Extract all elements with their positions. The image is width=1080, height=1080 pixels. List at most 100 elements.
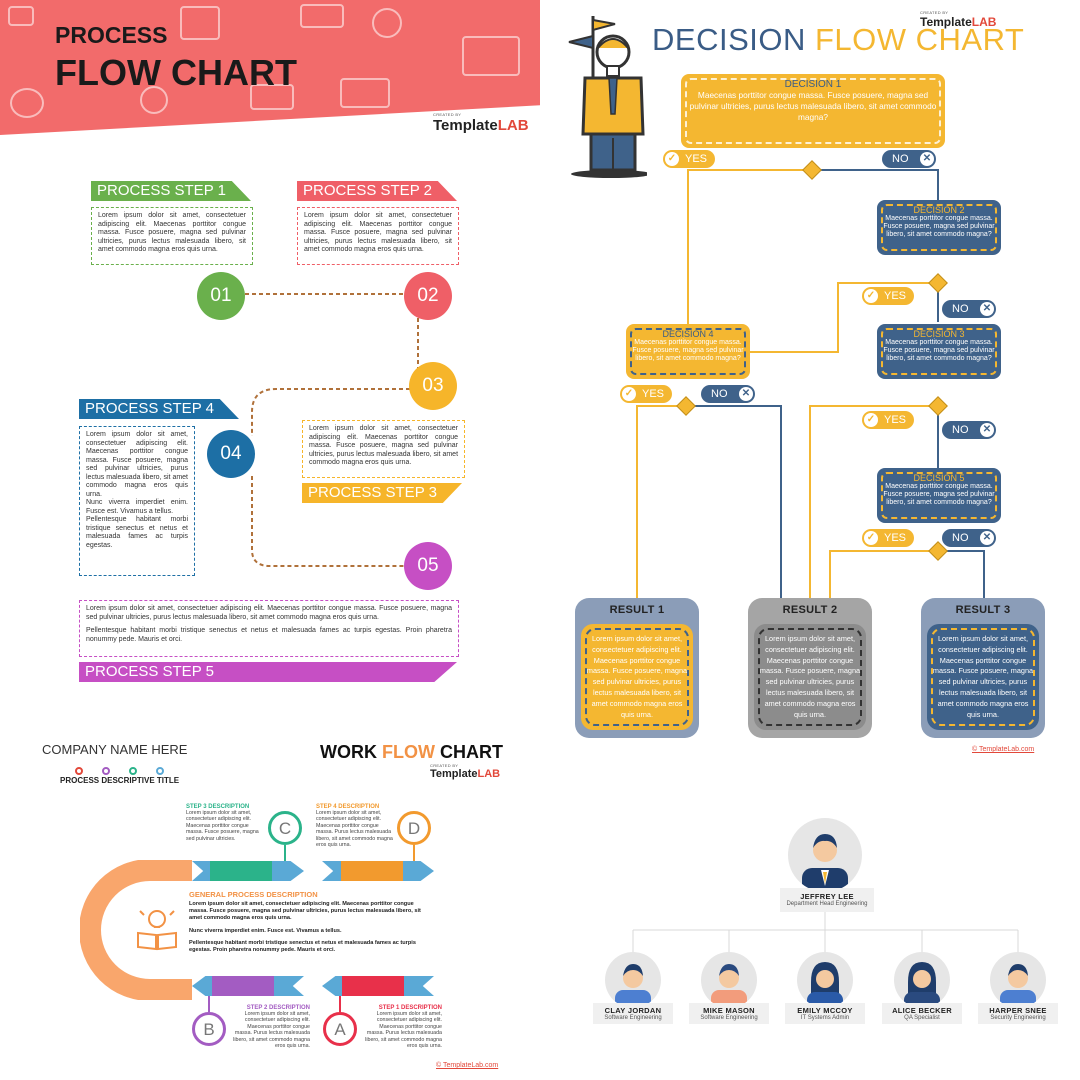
clay-jordan-role: Software Engineering [604,1015,662,1021]
result-2-card: RESULT 2 Lorem ipsum dolor sit amet, con… [748,598,872,738]
result-1-title: RESULT 1 [609,604,665,616]
result-3-title: RESULT 3 [955,604,1011,616]
general-p1: Lorem ipsum dolor sit amet, consectetuer… [189,901,421,922]
result-1-card: RESULT 1 Lorem ipsum dolor sit amet, con… [575,598,699,738]
logo-main: Template [430,768,478,780]
logo-accent: LAB [497,117,529,134]
step-4-letter: D [397,811,431,845]
decision-1-text: Maecenas porttitor congue massa. Fusce p… [689,90,937,122]
company-name: COMPANY NAME HERE [42,742,188,757]
result-2-body: Lorem ipsum dolor sit amet, consectetuer… [754,624,866,730]
step-1-description: STEP 1 DESCRIPTION Lorem ipsum dolor sit… [362,1005,442,1049]
step-2-description: STEP 2 DESCRIPTION Lorem ipsum dolor sit… [230,1005,310,1049]
decision-1-box: DECISION 1 Maecenas porttitor congue mas… [681,74,945,148]
general-p2: Nunc viverra imperdiet enim. Fusce est. … [189,927,342,934]
result-2-text: Lorem ipsum dolor sit amet, consectetuer… [759,634,861,719]
step-3-letter: C [268,811,302,845]
decision-4-yes: ✓ YES [620,385,672,403]
decision-title-b: FLOW CHART [814,22,1025,57]
step-3-text: Lorem ipsum dolor sit amet, consectetuer… [186,810,259,842]
check-icon: ✓ [665,152,679,166]
yes-label: YES [642,388,665,400]
doodle-icon [10,88,44,118]
yes-label: YES [884,290,907,302]
path-d2-yes [748,282,938,353]
jeffrey-lee-name: JEFFREY LEE [800,892,854,901]
step-1-text: Lorem ipsum dolor sit amet, consectetuer… [365,1011,442,1050]
step-3-stem [284,845,286,861]
check-icon: ✓ [622,387,636,401]
step-2-bar [212,976,274,996]
decision-title-a: DECISION [652,22,806,57]
alice-becker-name: ALICE BECKER [892,1006,952,1015]
decision-4-text: Maecenas porttitor congue massa. Fusce p… [632,339,744,363]
mike-mason-role: Software Engineering [700,1015,758,1021]
decision-5-no: NO ✕ [942,529,996,547]
no-label: NO [952,303,969,315]
general-p3: Pellentesque habitant morbi tristique se… [189,939,416,954]
decision-5-text: Maecenas porttitor congue massa. Fusce p… [883,483,995,507]
decision-2-text: Maecenas porttitor congue massa. Fusce p… [883,215,995,239]
path-d5-yes [829,550,938,600]
workflow-copyright[interactable]: © TemplateLab.com [436,1062,499,1069]
no-label: NO [892,153,909,165]
process-step-5-number: 05 [404,542,452,590]
doodle-icon [250,84,294,110]
doodle-icon [372,8,402,38]
close-icon: ✕ [980,302,994,316]
path-d4-yes [636,405,686,600]
result-3-text: Lorem ipsum dolor sit amet, consectetuer… [932,634,1034,719]
emily-mccoy-role: IT Systems Admin [800,1015,850,1021]
color-dots [75,762,164,780]
alice-becker-role: QA Specialist [904,1015,940,1021]
decision-1-yes: ✓ YES [663,150,715,168]
process-step-4-text2: Nunc viverra imperdiet enim. Fusce est. … [86,499,188,515]
jeffrey-lee-card: JEFFREY LEE Department Head Engineering [780,888,874,912]
emily-mccoy-card: EMILY MCCOY IT Systems Admin [785,1003,865,1024]
process-step-5-banner: PROCESS STEP 5 [79,662,457,682]
process-step-1-number: 01 [197,272,245,320]
step-3-head: STEP 3 DESCRIPTION [186,804,250,810]
decision-5-box: DECISION 5 Maecenas porttitor congue mas… [877,468,1001,523]
check-icon: ✓ [864,413,878,427]
decision-copyright[interactable]: © TemplateLab.com [972,746,1035,753]
yes-label: YES [685,153,708,165]
step-4-head: STEP 4 DESCRIPTION [316,804,380,810]
general-process-description: GENERAL PROCESS DESCRIPTION Lorem ipsum … [189,890,427,954]
decision-1-no: NO✕ [882,150,936,168]
process-title-line2: FLOW CHART [55,52,297,93]
process-step-4-box: Lorem ipsum dolor sit amet, consectetuer… [79,426,195,576]
doodle-icon [462,36,520,76]
general-head: GENERAL PROCESS DESCRIPTION [189,890,318,899]
org-connectors [632,910,1019,952]
no-label: NO [952,424,969,436]
no-label: NO [711,388,728,400]
check-icon: ✓ [864,289,878,303]
mike-mason-avatar [701,952,757,1008]
decision-3-yes: ✓YES [862,411,914,429]
path-d1-yes [687,169,812,326]
decision-title: DECISION FLOW CHART [652,22,1024,58]
jeffrey-lee-avatar [788,818,862,892]
process-connectors [245,293,419,567]
path-d5-no [938,550,985,600]
templatelab-logo: CREATED BY TemplateLAB [430,763,510,780]
clay-jordan-avatar [605,952,661,1008]
result-3-body: Lorem ipsum dolor sit amet, consectetuer… [927,624,1039,730]
result-1-text: Lorem ipsum dolor sit amet, consectetuer… [586,634,688,719]
process-step-4-banner: PROCESS STEP 4 [79,399,239,419]
path-d3-yes [809,405,938,600]
no-label: NO [952,532,969,544]
result-3-card: RESULT 3 Lorem ipsum dolor sit amet, con… [921,598,1045,738]
step-2-letter: B [192,1012,226,1046]
logo-accent: LAB [477,768,501,780]
close-icon: ✕ [739,387,753,401]
step-3-description: STEP 3 DESCRIPTION Lorem ipsum dolor sit… [186,804,266,842]
check-icon: ✓ [864,531,878,545]
decision-3-title: DECISION 3 [913,329,965,339]
jeffrey-lee-role: Department Head Engineering [786,901,868,907]
result-1-body: Lorem ipsum dolor sit amet, consectetuer… [581,624,693,730]
process-step-2-banner: PROCESS STEP 2 [297,181,457,201]
close-icon: ✕ [980,531,994,545]
logo-main: Template [920,15,972,29]
